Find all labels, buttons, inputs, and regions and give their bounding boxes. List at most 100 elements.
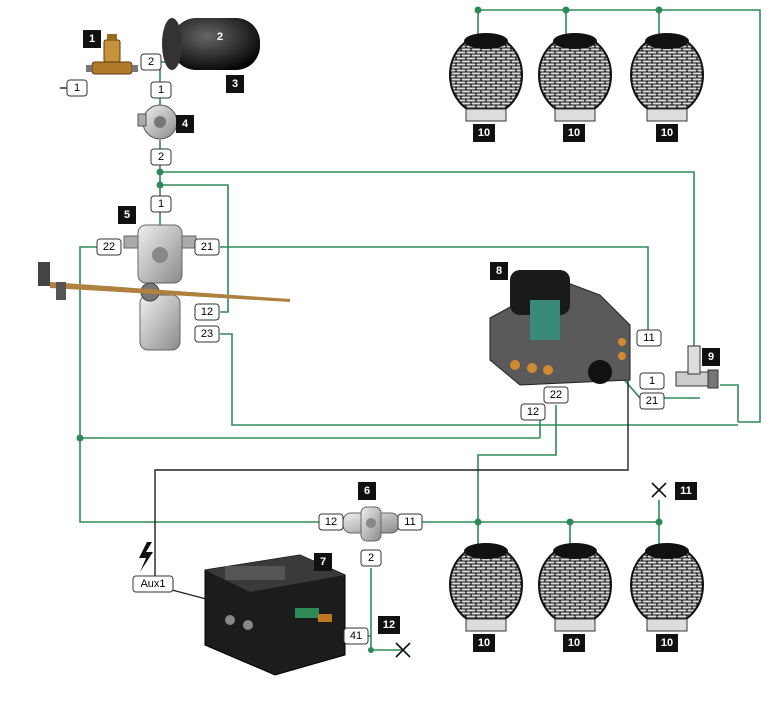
svg-text:1: 1 — [74, 82, 80, 94]
air-bellow[interactable] — [449, 543, 523, 632]
svg-text:1: 1 — [158, 198, 164, 210]
protection-valve[interactable] — [137, 104, 178, 140]
port-label: 1 — [150, 81, 172, 99]
junction-dot — [655, 518, 663, 526]
svg-text:4: 4 — [182, 118, 189, 130]
levelling-valve[interactable] — [123, 224, 197, 351]
svg-text:21: 21 — [201, 241, 213, 253]
port-label: 2 — [150, 148, 172, 166]
port-label: 1 — [150, 195, 172, 213]
port-label: 12 — [520, 403, 546, 421]
ref-label: 3 — [226, 75, 244, 93]
svg-text:22: 22 — [550, 389, 562, 401]
svg-text:10: 10 — [661, 637, 673, 649]
ref-label: 12 — [378, 616, 400, 634]
port-label: 12 — [318, 513, 344, 531]
junction-dot — [156, 181, 164, 189]
double-check-valve[interactable] — [342, 506, 400, 542]
ref-label: 10 — [656, 634, 678, 652]
port-label: 11 — [636, 329, 662, 347]
port-label: 2 — [360, 549, 382, 567]
svg-text:12: 12 — [325, 516, 337, 528]
lightning-icon — [139, 542, 153, 572]
svg-text:1: 1 — [649, 375, 655, 387]
port-label: 22 — [543, 386, 569, 404]
line-aux1-unit7 — [171, 589, 211, 601]
svg-text:22: 22 — [103, 241, 115, 253]
svg-text:10: 10 — [568, 127, 580, 139]
svg-text:1: 1 — [89, 33, 95, 45]
ref-label: 10 — [563, 124, 585, 142]
svg-text:6: 6 — [364, 485, 370, 497]
svg-text:11: 11 — [643, 332, 654, 344]
ref-label: 10 — [473, 124, 495, 142]
ref-label: 8 — [490, 262, 508, 280]
junction-dot — [562, 6, 570, 14]
junction-dot — [655, 6, 663, 14]
ref-labels: 1 2 3 4 5 6 7 8 9 10 10 10 10 10 10 11 1… — [83, 30, 720, 652]
air-bellow[interactable] — [449, 33, 523, 122]
ref-label: 11 — [675, 482, 697, 500]
ref-label: 5 — [118, 206, 136, 224]
bellows-group — [449, 33, 704, 632]
line-5-22 — [79, 246, 322, 523]
line-8-22 — [477, 405, 557, 522]
port-labels: 1 2 1 2 1 22 21 12 23 11 1 21 12 22 12 1… — [66, 53, 665, 645]
junction-dots — [76, 6, 663, 653]
line-5-21 — [220, 246, 649, 332]
line-top-bellows — [478, 9, 761, 423]
stop-mark — [395, 642, 411, 658]
port-label: 12 — [194, 303, 220, 321]
svg-text:12: 12 — [527, 406, 539, 418]
pressure-regulator[interactable] — [86, 34, 138, 75]
line-valve9-out — [720, 384, 739, 422]
port-label: 11 — [397, 513, 423, 531]
svg-text:12: 12 — [201, 306, 213, 318]
junction-dot — [474, 518, 482, 526]
svg-text:11: 11 — [404, 516, 415, 528]
junction-dot — [156, 168, 164, 176]
pneumatic-lines — [79, 9, 761, 651]
svg-text:2: 2 — [148, 56, 154, 68]
port-label: 2 — [140, 53, 162, 71]
air-bellow[interactable] — [630, 33, 704, 122]
junction-dot — [474, 6, 482, 14]
junction-dot — [76, 434, 84, 442]
svg-text:10: 10 — [661, 127, 673, 139]
ref-label: 9 — [702, 348, 720, 366]
stop-marks — [395, 482, 667, 658]
leveling-control-block[interactable] — [489, 270, 631, 386]
svg-text:10: 10 — [568, 637, 580, 649]
ref-label: 10 — [473, 634, 495, 652]
svg-text:41: 41 — [350, 630, 362, 642]
port-label: 41 — [343, 627, 369, 645]
ecu-modulator[interactable] — [204, 554, 346, 676]
ref-label: 4 — [176, 115, 194, 133]
ref-label: 10 — [656, 124, 678, 142]
svg-text:2: 2 — [368, 552, 374, 564]
lever-arm — [38, 262, 290, 302]
svg-text:10: 10 — [478, 127, 490, 139]
air-bellow[interactable] — [538, 33, 612, 122]
svg-text:1: 1 — [158, 84, 164, 96]
svg-text:2: 2 — [217, 31, 223, 43]
junction-dot — [566, 518, 574, 526]
svg-text:12: 12 — [383, 619, 395, 631]
ref-label: 10 — [563, 634, 585, 652]
line-aux1 — [154, 370, 629, 576]
ref-label: 7 — [314, 553, 332, 571]
quick-release-valve[interactable] — [675, 345, 719, 389]
air-bellow[interactable] — [538, 543, 612, 632]
air-tank[interactable] — [162, 18, 260, 70]
air-bellow[interactable] — [630, 543, 704, 632]
svg-text:8: 8 — [496, 265, 502, 277]
port-label: 22 — [96, 238, 122, 256]
svg-text:10: 10 — [478, 637, 490, 649]
svg-text:3: 3 — [232, 78, 238, 90]
ref-label: 2 — [217, 31, 223, 43]
svg-text:2: 2 — [158, 151, 164, 163]
line-to-12 — [160, 184, 229, 313]
svg-text:Aux1: Aux1 — [140, 578, 165, 590]
svg-text:23: 23 — [201, 328, 213, 340]
